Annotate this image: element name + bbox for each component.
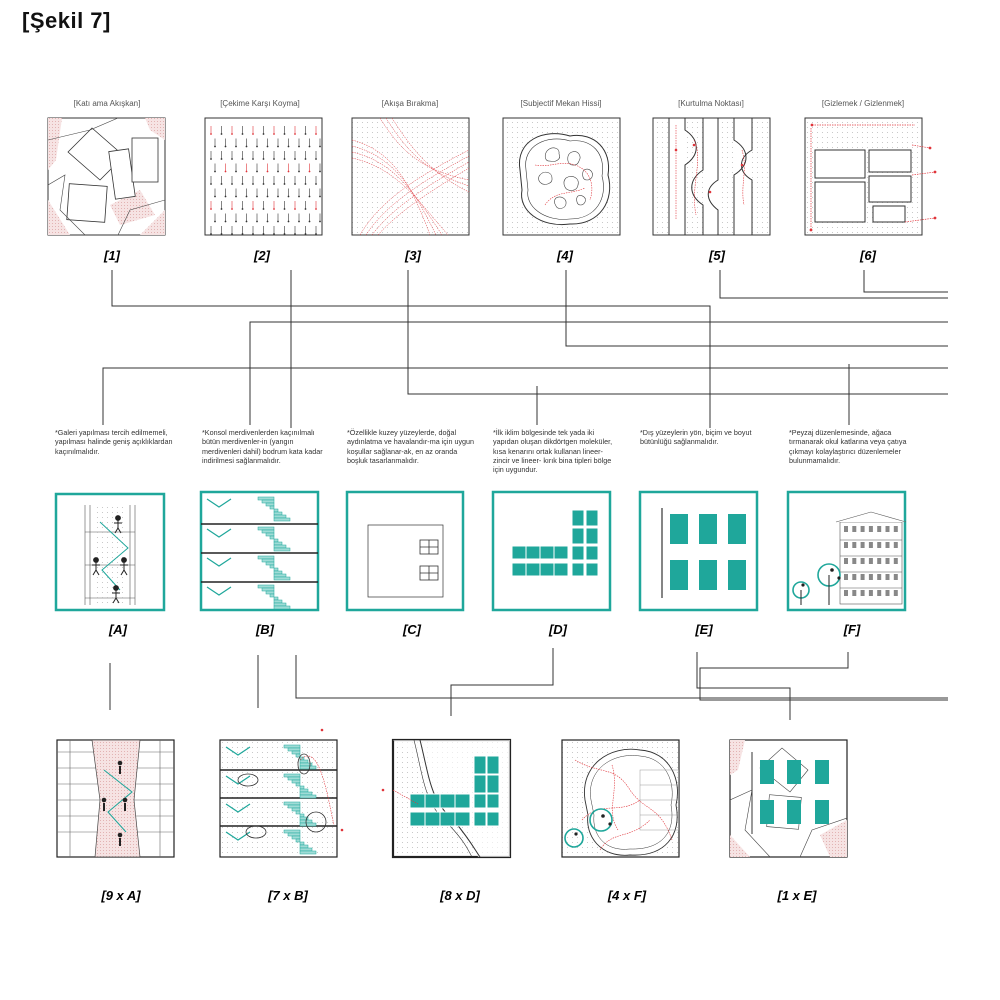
- concept-caption-2: [Çekime Karşı Koyma]: [220, 99, 300, 108]
- rule-c-drawing: [345, 490, 465, 612]
- rule-label-f: [F]: [843, 622, 861, 637]
- concept-label-3: [3]: [404, 248, 422, 263]
- concept-label-5: [5]: [708, 248, 726, 263]
- rule-note-c: *Özellikle kuzey yüzeylerde, doğal aydın…: [347, 428, 475, 465]
- connector-lines: [102, 270, 948, 720]
- combination-9xA-drawing: [56, 739, 175, 858]
- concept-caption-1: [Katı ama Akışkan]: [74, 99, 141, 108]
- concept-6-drawing: [804, 117, 937, 236]
- concept-caption-6: [Gizlemek / Gizlenmek]: [822, 99, 904, 108]
- rule-label-b: [B]: [255, 622, 275, 637]
- rule-f-drawing: [786, 490, 907, 612]
- rule-note-d: *İlk iklim bölgesinde tek yada iki yapıd…: [493, 428, 613, 475]
- rule-note-b: *Konsol merdivenlerden kaçınılmalı bütün…: [202, 428, 323, 465]
- combination-4xF-drawing: [561, 739, 680, 858]
- rule-label-e: [E]: [694, 622, 713, 637]
- figure-title: [Şekil 7]: [22, 8, 111, 33]
- rule-note-f: *Peyzaj düzenlemesinde, ağaca tırmanarak…: [789, 428, 907, 465]
- combination-1xE-drawing: [729, 739, 848, 858]
- rule-b-drawing: [199, 490, 320, 612]
- rule-d-drawing: [491, 490, 612, 612]
- rule-label-d: [D]: [548, 622, 568, 637]
- rule-label-a: [A]: [108, 622, 128, 637]
- combination-7xB-drawing: [219, 728, 344, 858]
- rule-label-c: [C]: [402, 622, 422, 637]
- combination-8xD-drawing: [381, 738, 512, 859]
- concept-label-4: [4]: [556, 248, 574, 263]
- concept-label-6: [6]: [859, 248, 877, 263]
- concept-4-drawing: [502, 117, 621, 236]
- combination-label-1xE: [1 x E]: [776, 888, 817, 903]
- concept-caption-4: [Subjectif Mekan Hissi]: [521, 99, 602, 108]
- combination-label-8xD: [8 x D]: [439, 888, 480, 903]
- concept-5-drawing: [652, 117, 771, 236]
- concept-label-1: [1]: [103, 248, 121, 263]
- combination-label-9xA: [9 x A]: [100, 888, 141, 903]
- rule-a-drawing: [54, 492, 166, 612]
- concept-caption-5: [Kurtulma Noktası]: [678, 99, 744, 108]
- concept-1-drawing: [47, 117, 166, 236]
- rule-note-a: *Galeri yapılması tercih edilmemeli, yap…: [55, 428, 173, 456]
- concept-2-drawing: [204, 117, 323, 236]
- rule-note-e: *Dış yüzeylerin yön, biçim ve boyut bütü…: [640, 428, 752, 447]
- combination-label-4xF: [4 x F]: [607, 888, 647, 903]
- combination-label-7xB: [7 x B]: [267, 888, 308, 903]
- concept-3-drawing: [351, 117, 470, 236]
- rule-e-drawing: [638, 490, 759, 612]
- concept-label-2: [2]: [253, 248, 271, 263]
- concept-caption-3: [Akışa Bırakma]: [382, 99, 438, 108]
